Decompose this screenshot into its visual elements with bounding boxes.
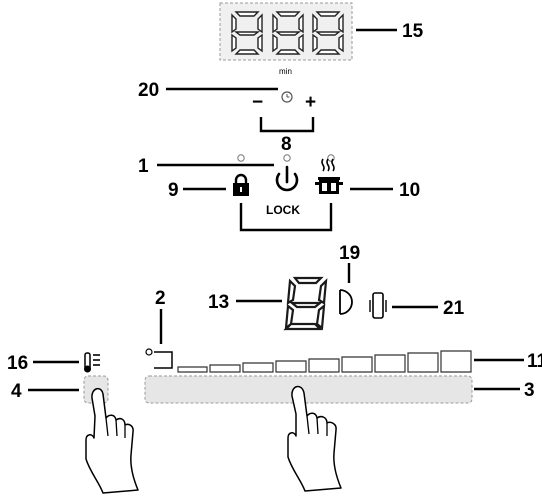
callout-10: 10 [399, 180, 420, 201]
callout-3: 3 [524, 380, 535, 401]
callout-11: 11 [527, 351, 542, 372]
callout-4: 4 [11, 381, 22, 402]
timer-unit-label: min [279, 67, 292, 76]
callout-15: 15 [402, 21, 424, 42]
pointing-hand-left-icon [86, 389, 138, 493]
power-step-2 [210, 365, 240, 372]
keep-warm-indicator-led [328, 155, 334, 161]
callout-19: 19 [339, 243, 360, 264]
callout-13: 13 [208, 292, 229, 313]
timer-minus-button[interactable]: − [252, 92, 263, 113]
padlock-icon[interactable] [233, 175, 249, 196]
heat-level-icon [84, 353, 100, 373]
power-indicator-led [284, 155, 290, 161]
clock-icon [282, 92, 292, 102]
timer-plus-button[interactable]: + [305, 92, 316, 113]
bridge-icon[interactable] [370, 293, 386, 318]
power-icon[interactable] [277, 167, 297, 190]
callout-8: 8 [281, 134, 292, 155]
callout-1: 1 [138, 156, 149, 177]
power-step-8 [408, 353, 438, 372]
power-step-7 [375, 355, 405, 372]
power-slider-zone[interactable] [145, 376, 472, 403]
power-step-5 [309, 359, 339, 372]
keep-warm-pot-icon[interactable] [315, 159, 343, 194]
callout-2: 2 [155, 288, 166, 309]
power-step-9 [441, 351, 471, 372]
power-step-4 [276, 361, 306, 372]
zone-select-icon[interactable] [146, 349, 172, 368]
power-step-3 [243, 363, 273, 372]
zone-power-level-digit [286, 278, 326, 329]
lock-label: LOCK [266, 203, 300, 217]
residual-heat-icon [340, 290, 352, 314]
power-level-slider-steps[interactable] [178, 351, 471, 372]
callout-9: 9 [168, 180, 179, 201]
power-step-1 [178, 367, 207, 372]
lock-indicator-led [238, 155, 244, 161]
callout-8-bracket [261, 117, 313, 131]
callout-20: 20 [138, 80, 159, 101]
timer-display [220, 3, 352, 60]
power-step-6 [342, 357, 372, 372]
callout-21: 21 [443, 298, 465, 319]
callout-16: 16 [7, 353, 28, 374]
